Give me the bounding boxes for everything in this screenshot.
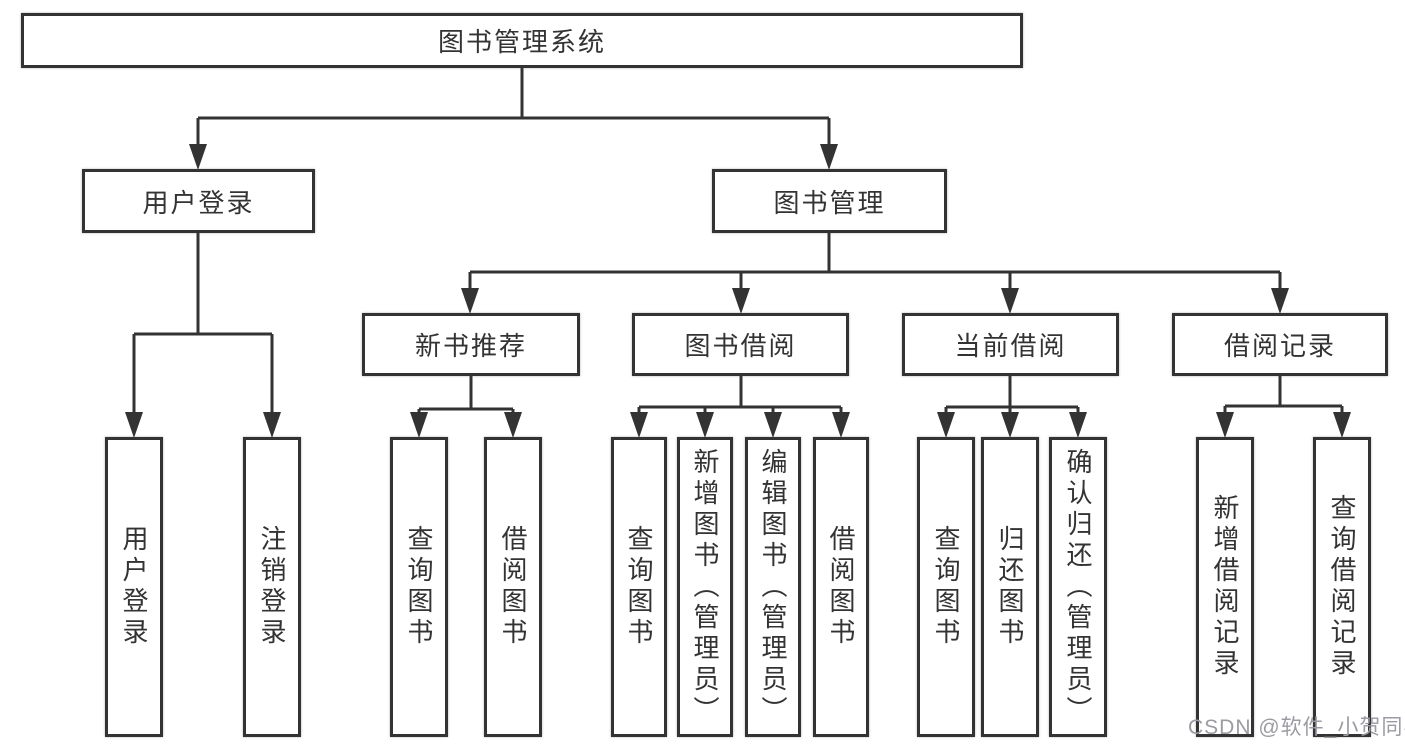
arrowhead-icon <box>820 144 838 170</box>
node-book-borrowing: 图书借阅 <box>632 313 849 376</box>
leaf-borrow-books-recommend-label: 借阅图书 <box>498 525 528 649</box>
node-library-management-system-label: 图书管理系统 <box>437 27 606 57</box>
arrowhead-icon <box>504 412 522 438</box>
leaf-add-borrow-record: 新增借阅记录 <box>1196 437 1254 737</box>
leaf-query-borrow-record-label: 查询借阅记录 <box>1327 494 1357 680</box>
arrowhead-icon <box>125 412 143 438</box>
node-library-management-system: 图书管理系统 <box>21 13 1023 68</box>
leaf-user-login: 用户登录 <box>105 437 163 737</box>
arrowhead-icon <box>1001 288 1019 314</box>
node-book-management: 图书管理 <box>712 169 947 233</box>
leaf-query-books-current-label: 查询图书 <box>931 525 961 649</box>
arrowhead-icon <box>732 288 750 314</box>
leaf-add-borrow-record-label: 新增借阅记录 <box>1210 494 1240 680</box>
leaf-logout-login-label: 注销登录 <box>257 525 287 649</box>
arrowhead-icon <box>1001 412 1019 438</box>
leaf-query-books-borrowing-label: 查询图书 <box>624 525 654 649</box>
node-current-borrowing-label: 当前借阅 <box>954 331 1067 361</box>
arrowhead-icon <box>461 288 479 314</box>
leaf-query-borrow-record: 查询借阅记录 <box>1313 437 1371 737</box>
leaf-confirm-return-admin-label: 确认归还（管理员） <box>1063 447 1093 727</box>
leaf-borrow-books: 借阅图书 <box>813 437 869 737</box>
leaf-add-books-admin-label: 新增图书（管理员） <box>690 447 720 727</box>
leaf-confirm-return-admin: 确认归还（管理员） <box>1049 437 1107 737</box>
node-user-login: 用户登录 <box>82 169 315 233</box>
arrowheads <box>125 144 1351 438</box>
node-new-book-recommendation-label: 新书推荐 <box>414 331 527 361</box>
leaf-edit-books-admin: 编辑图书（管理员） <box>745 437 801 737</box>
arrowhead-icon <box>189 144 207 170</box>
leaf-query-books-current: 查询图书 <box>917 437 975 737</box>
leaf-edit-books-admin-label: 编辑图书（管理员） <box>758 447 788 727</box>
connector-path <box>132 68 1344 433</box>
arrowhead-icon <box>1069 412 1087 438</box>
arrowhead-icon <box>696 412 714 438</box>
node-book-management-label: 图书管理 <box>773 187 886 218</box>
leaf-borrow-books-recommend: 借阅图书 <box>484 437 542 737</box>
arrowhead-icon <box>937 412 955 438</box>
node-current-borrowing: 当前借阅 <box>902 313 1119 376</box>
arrowhead-icon <box>410 412 428 438</box>
arrowhead-icon <box>764 412 782 438</box>
node-user-login-label: 用户登录 <box>142 187 255 218</box>
arrowhead-icon <box>1216 412 1234 438</box>
leaf-query-books-recommend: 查询图书 <box>390 437 448 737</box>
arrowhead-icon <box>263 412 281 438</box>
leaf-add-books-admin: 新增图书（管理员） <box>677 437 733 737</box>
watermark-text: CSDN @软件_小贺同学 <box>1188 716 1405 739</box>
node-book-borrowing-label: 图书借阅 <box>684 331 797 361</box>
leaf-return-books-label: 归还图书 <box>995 525 1025 649</box>
arrowhead-icon <box>1333 412 1351 438</box>
arrowhead-icon <box>630 412 648 438</box>
leaf-borrow-books-label: 借阅图书 <box>826 525 856 649</box>
node-borrowing-records-label: 借阅记录 <box>1223 331 1336 361</box>
leaf-query-books-recommend-label: 查询图书 <box>404 525 434 649</box>
leaf-user-login-label: 用户登录 <box>119 525 149 649</box>
arrowhead-icon <box>832 412 850 438</box>
leaf-return-books: 归还图书 <box>981 437 1039 737</box>
node-new-book-recommendation: 新书推荐 <box>362 313 580 376</box>
node-borrowing-records: 借阅记录 <box>1172 313 1388 376</box>
leaf-query-books-borrowing: 查询图书 <box>611 437 667 737</box>
arrowhead-icon <box>1271 288 1289 314</box>
leaf-logout-login: 注销登录 <box>243 437 301 737</box>
